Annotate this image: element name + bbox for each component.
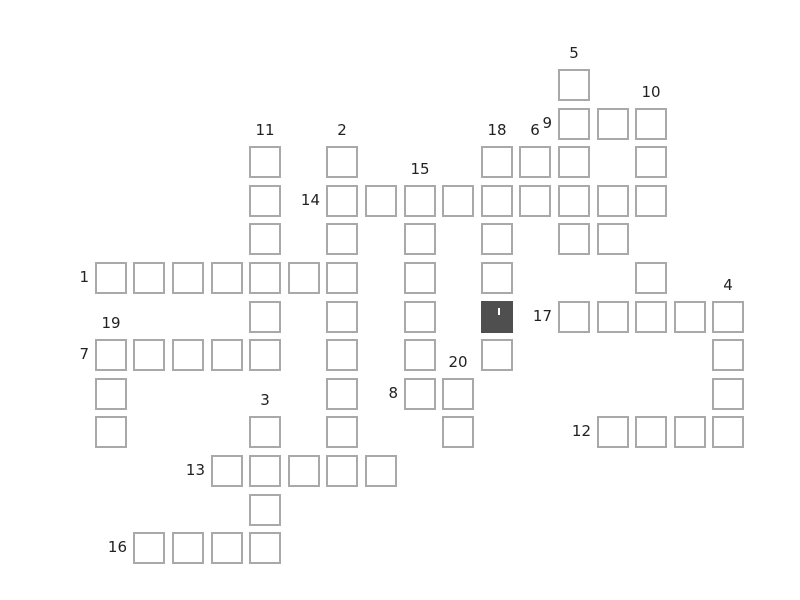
crossword-cell[interactable] bbox=[133, 262, 165, 294]
crossword-cell[interactable] bbox=[712, 378, 744, 410]
clue-number: 13 bbox=[185, 461, 205, 479]
crossword-cell[interactable] bbox=[442, 416, 474, 448]
crossword-cell[interactable] bbox=[249, 532, 281, 564]
crossword-cell[interactable] bbox=[249, 185, 281, 217]
crossword-cell[interactable] bbox=[519, 146, 551, 178]
crossword-cell[interactable] bbox=[635, 108, 667, 140]
clue-number: 4 bbox=[723, 276, 733, 294]
crossword-cell[interactable] bbox=[558, 108, 590, 140]
crossword-cell[interactable] bbox=[597, 416, 629, 448]
clue-number: 1 bbox=[79, 268, 89, 286]
crossword-cell[interactable] bbox=[712, 301, 744, 333]
crossword-cell[interactable] bbox=[95, 416, 127, 448]
crossword-cell[interactable] bbox=[558, 146, 590, 178]
clue-number: 17 bbox=[532, 307, 552, 325]
crossword-cell[interactable] bbox=[326, 146, 358, 178]
crossword-cell[interactable] bbox=[249, 223, 281, 255]
crossword-cell[interactable] bbox=[404, 301, 436, 333]
clue-number: 6 bbox=[530, 121, 540, 139]
crossword-cell[interactable] bbox=[404, 378, 436, 410]
clue-number: 2 bbox=[337, 121, 347, 139]
crossword-cell[interactable] bbox=[404, 339, 436, 371]
crossword-cell[interactable] bbox=[635, 185, 667, 217]
crossword-cell[interactable] bbox=[365, 185, 397, 217]
crossword-cell[interactable] bbox=[635, 146, 667, 178]
crossword-cell[interactable] bbox=[558, 301, 590, 333]
clue-number: 12 bbox=[571, 422, 591, 440]
crossword-cell[interactable] bbox=[597, 185, 629, 217]
crossword-cell[interactable] bbox=[597, 108, 629, 140]
crossword-cell[interactable] bbox=[519, 185, 551, 217]
crossword-cell[interactable] bbox=[481, 262, 513, 294]
crossword-cell[interactable] bbox=[326, 339, 358, 371]
crossword-cell[interactable] bbox=[133, 532, 165, 564]
clue-number: 11 bbox=[255, 121, 275, 139]
crossword-cell[interactable] bbox=[481, 146, 513, 178]
crossword-cell[interactable] bbox=[288, 262, 320, 294]
crossword-cell[interactable] bbox=[95, 262, 127, 294]
crossword-cell[interactable] bbox=[674, 416, 706, 448]
crossword-cell[interactable] bbox=[133, 339, 165, 371]
crossword-cell[interactable] bbox=[211, 455, 243, 487]
clue-number: 10 bbox=[641, 83, 661, 101]
crossword-cell[interactable] bbox=[481, 339, 513, 371]
crossword-cell[interactable] bbox=[326, 416, 358, 448]
crossword-cell[interactable] bbox=[558, 69, 590, 101]
crossword-cell[interactable] bbox=[597, 223, 629, 255]
crossword-cell[interactable] bbox=[558, 185, 590, 217]
crossword-cell[interactable] bbox=[442, 378, 474, 410]
crossword-cell[interactable] bbox=[712, 416, 744, 448]
clue-number: 5 bbox=[569, 44, 579, 62]
clue-number: 16 bbox=[107, 538, 127, 556]
crossword-cell[interactable] bbox=[558, 223, 590, 255]
clue-number: 8 bbox=[388, 384, 398, 402]
crossword-cell[interactable] bbox=[326, 262, 358, 294]
clue-number: 9 bbox=[542, 114, 552, 132]
crossword-cell[interactable] bbox=[288, 455, 320, 487]
crossword-cell[interactable] bbox=[635, 262, 667, 294]
crossword-cell[interactable] bbox=[712, 339, 744, 371]
crossword-cell[interactable] bbox=[95, 339, 127, 371]
crossword-cell[interactable] bbox=[172, 339, 204, 371]
crossword-cell[interactable] bbox=[249, 301, 281, 333]
crossword-cell[interactable] bbox=[249, 262, 281, 294]
crossword-cell[interactable] bbox=[442, 185, 474, 217]
crossword-cell[interactable] bbox=[365, 455, 397, 487]
crossword-cell[interactable] bbox=[211, 532, 243, 564]
crossword-cell[interactable] bbox=[481, 223, 513, 255]
crossword-cell[interactable] bbox=[481, 185, 513, 217]
crossword-cell[interactable] bbox=[249, 339, 281, 371]
crossword-cell[interactable] bbox=[326, 378, 358, 410]
clue-number: 7 bbox=[79, 345, 89, 363]
crossword-cell[interactable] bbox=[326, 301, 358, 333]
clue-number: 14 bbox=[300, 191, 320, 209]
crossword-cell[interactable] bbox=[326, 185, 358, 217]
crossword-cell[interactable] bbox=[635, 301, 667, 333]
clue-number: 15 bbox=[410, 160, 430, 178]
crossword-cell[interactable] bbox=[249, 494, 281, 526]
clue-number: 20 bbox=[448, 353, 468, 371]
crossword-cell[interactable] bbox=[249, 416, 281, 448]
crossword-cell[interactable] bbox=[404, 262, 436, 294]
crossword-cell[interactable] bbox=[635, 416, 667, 448]
text-cursor-icon bbox=[498, 308, 500, 315]
crossword-cell[interactable] bbox=[404, 223, 436, 255]
crossword-cell[interactable] bbox=[404, 185, 436, 217]
crossword-cell[interactable] bbox=[249, 146, 281, 178]
crossword-cell[interactable] bbox=[211, 339, 243, 371]
clue-number: 19 bbox=[101, 314, 121, 332]
crossword-cell[interactable] bbox=[597, 301, 629, 333]
crossword-cell[interactable] bbox=[172, 532, 204, 564]
clue-number: 3 bbox=[260, 391, 270, 409]
crossword-cell[interactable] bbox=[95, 378, 127, 410]
crossword-cell[interactable] bbox=[249, 455, 281, 487]
crossword-cell-active[interactable] bbox=[481, 301, 513, 333]
crossword-cell[interactable] bbox=[326, 455, 358, 487]
crossword-cell[interactable] bbox=[211, 262, 243, 294]
crossword-cell[interactable] bbox=[674, 301, 706, 333]
crossword-cell[interactable] bbox=[172, 262, 204, 294]
crossword-cell[interactable] bbox=[326, 223, 358, 255]
clue-number: 18 bbox=[487, 121, 507, 139]
